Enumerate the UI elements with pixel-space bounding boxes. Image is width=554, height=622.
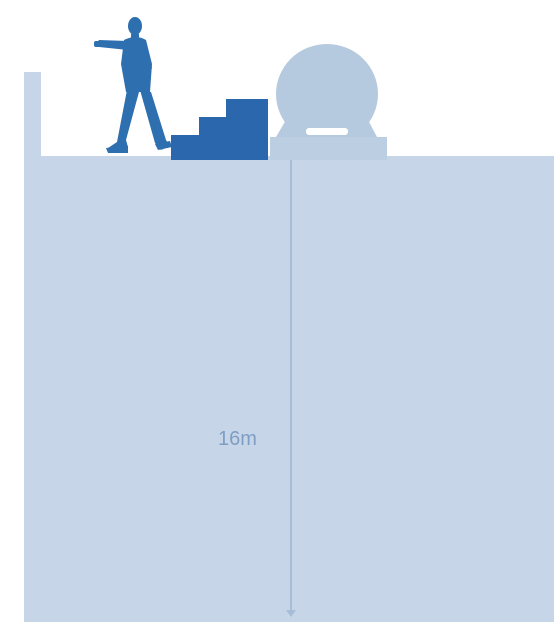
walking-person-icon	[94, 17, 172, 153]
ground-body	[24, 156, 554, 622]
tunnel-boring-machine-icon	[270, 44, 387, 160]
left-wall	[24, 72, 41, 158]
arrow-down-icon	[286, 610, 296, 617]
stairs-icon	[171, 99, 268, 160]
depth-label: 16m	[218, 428, 257, 450]
